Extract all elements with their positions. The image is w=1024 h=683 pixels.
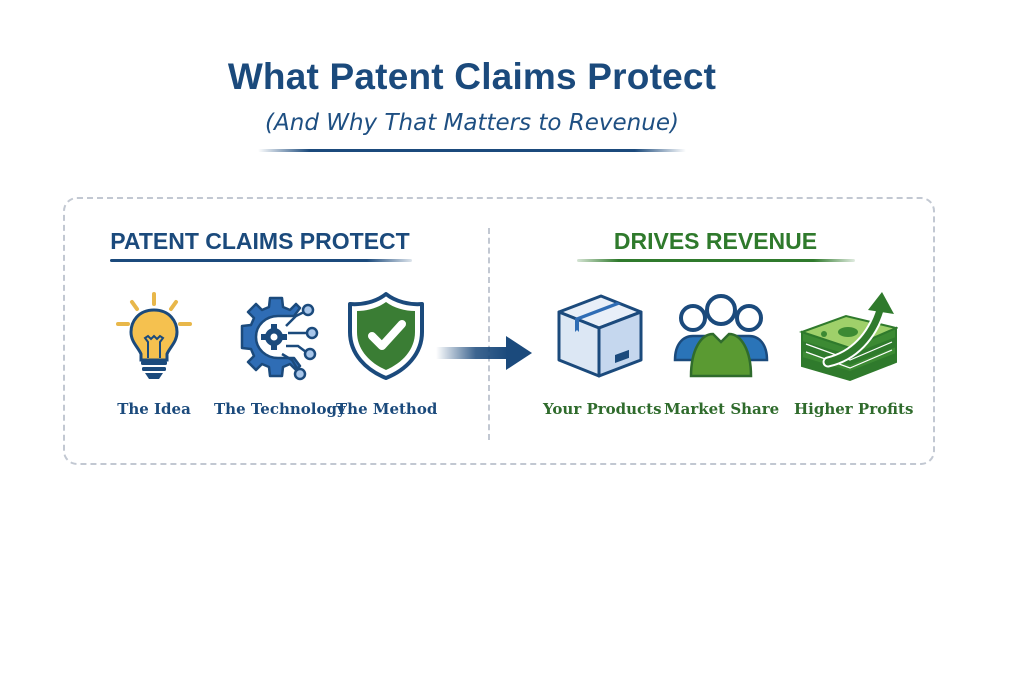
right-section-heading: DRIVES REVENUE [613,228,818,254]
right-heading-underline [577,259,855,262]
money-growth-icon [798,292,898,382]
item-label: Market Share [664,400,780,418]
lightbulb-icon [116,292,192,379]
section-divider [488,228,490,440]
left-heading-underline [110,259,412,262]
item-label: The Method [336,400,438,418]
people-group-icon [673,294,769,378]
shield-check-icon [348,292,424,380]
item-label: Higher Profits [794,400,914,418]
item-higher-profits: Higher Profits [794,290,914,418]
gear-circuit-icon [240,296,319,381]
arrow-right-icon [436,336,532,370]
item-your-products: Your Products [543,290,662,418]
item-market-share: Market Share [664,290,780,418]
item-the-method: The Method [336,290,438,418]
item-label: The Idea [117,400,191,418]
box-icon [557,294,643,378]
page-title: What Patent Claims Protect [227,56,717,97]
item-the-idea: The Idea [104,290,204,418]
diagram-frame [63,197,935,465]
item-label: The Technology [214,400,346,418]
page-subtitle: (And Why That Matters to Revenue) [265,110,679,136]
left-section-heading: PATENT CLAIMS PROTECT [110,228,410,254]
item-label: Your Products [543,400,662,418]
title-underline [258,149,686,152]
item-the-technology: The Technology [214,290,346,418]
